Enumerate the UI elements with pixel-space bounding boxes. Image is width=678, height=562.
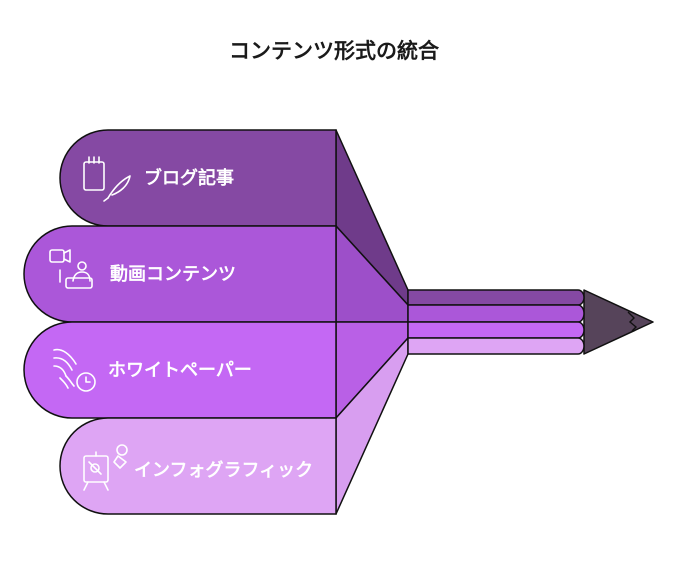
easel-brush-icon bbox=[83, 444, 128, 491]
pencil-tip-notch bbox=[627, 311, 638, 332]
notepad-quill-icon bbox=[83, 156, 131, 202]
pencil-band-1 bbox=[407, 289, 585, 306]
label-whitepaper: ホワイトペーパー bbox=[108, 360, 252, 381]
label-video: 動画コンテンツ bbox=[110, 263, 236, 285]
label-blog: ブログ記事 bbox=[144, 167, 234, 189]
pencil-band-4 bbox=[407, 337, 585, 355]
diagram-title: コンテンツ形式の統合 bbox=[229, 39, 440, 63]
pencil-band-2 bbox=[407, 304, 585, 323]
pill-video bbox=[23, 225, 337, 323]
pill-whitepaper bbox=[23, 321, 337, 419]
label-infographic: インフォグラフィック bbox=[134, 459, 313, 481]
pill-infographic bbox=[59, 417, 337, 515]
video-person-icon bbox=[49, 249, 93, 289]
wind-clock-icon bbox=[53, 348, 96, 392]
pencil-band-3 bbox=[407, 321, 585, 339]
pencil-tip bbox=[583, 289, 654, 355]
